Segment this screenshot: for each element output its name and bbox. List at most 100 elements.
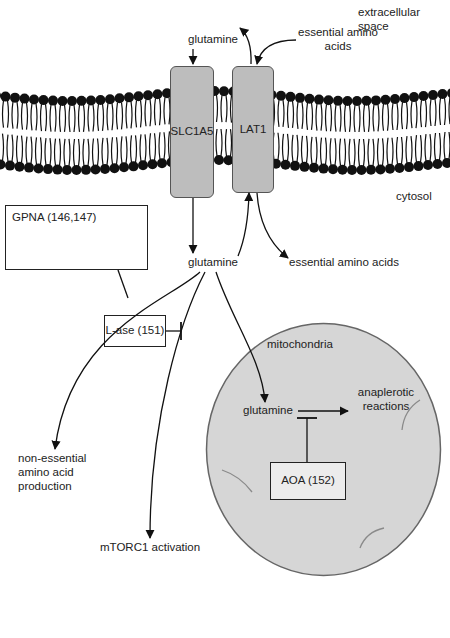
lipid-tail (440, 98, 446, 125)
lipid-head (362, 96, 372, 106)
lipid-tail (449, 97, 450, 124)
lipid-head (72, 165, 82, 175)
node-label: GPNA (146,147) (12, 211, 96, 224)
lipid-tail (387, 138, 393, 165)
lipid-tail (64, 139, 70, 166)
lipid-head (347, 165, 357, 175)
lipid-tail (41, 104, 47, 131)
inhibitor-line (166, 330, 181, 331)
crista-fold (360, 528, 384, 548)
organelle-outline (205, 322, 442, 577)
lipid-tail (383, 104, 389, 131)
lipid-head (48, 96, 58, 106)
lipid-head (400, 93, 410, 103)
lipid-tail (102, 138, 108, 165)
lipid-tail (435, 133, 441, 160)
lipid-tail (136, 100, 142, 127)
lipid-head (305, 94, 315, 104)
lipid-tail (368, 139, 374, 166)
lipid-tail (117, 102, 123, 129)
lipid-tail (93, 138, 99, 165)
lipid-head (376, 164, 386, 174)
lipid-tail (36, 137, 42, 164)
lipid-tail (7, 135, 13, 162)
lipid-head (43, 164, 53, 174)
pathway-arrow (298, 410, 348, 411)
lipid-tail (316, 104, 322, 131)
lipid-tail (45, 138, 51, 165)
lipid-tail (330, 138, 336, 165)
lipid-tail (302, 136, 308, 163)
lipid-head (433, 159, 443, 169)
region-label: extracellular space (358, 6, 450, 34)
lipid-head (129, 161, 139, 171)
lipid-tail (145, 99, 151, 126)
node-label: SLC1A5 (171, 125, 214, 138)
lipid-tail (340, 139, 346, 166)
lipid-head (438, 89, 448, 99)
lipid-bilayer (0, 86, 450, 175)
lipid-tail (226, 129, 232, 156)
lipid-tail (107, 103, 113, 130)
inhibitor-line (118, 270, 128, 298)
lipid-tail (321, 138, 327, 165)
lipid-tail (354, 105, 360, 132)
lipid-tail (364, 105, 370, 132)
node-label: AOA (152) (281, 474, 335, 487)
lipid-tail (55, 139, 61, 166)
lipid-head (67, 96, 77, 106)
lipid-head (29, 94, 39, 104)
lipid-head (1, 92, 11, 102)
lipid-tail (69, 105, 75, 132)
lipid-tail (60, 105, 66, 132)
lipid-head (100, 164, 110, 174)
lipid-tail (216, 129, 222, 156)
lipid-head (404, 162, 414, 172)
lipid-tail (88, 104, 94, 131)
lipid-tail (17, 136, 23, 163)
import-arrow (257, 193, 288, 258)
lipid-head (105, 94, 115, 104)
lipid-head (428, 90, 438, 100)
node-label: L-ase (151) (106, 324, 165, 337)
lipid-head (153, 89, 163, 99)
import-arrow (192, 198, 193, 253)
lipid-tail (416, 135, 422, 162)
lipid-tail (297, 102, 303, 129)
lipid-head (309, 163, 319, 173)
lipid-head (124, 92, 134, 102)
organelle-membrane (207, 324, 441, 576)
lipid-head (15, 162, 25, 172)
lipid-tail (311, 137, 317, 164)
lipid-head (442, 158, 450, 168)
lipid-tail (12, 102, 18, 129)
lipid-head (219, 86, 229, 96)
lipid-tail (425, 134, 431, 161)
export-arrow (238, 193, 249, 256)
process-label: mTORC1 activation (100, 541, 210, 555)
lipid-tail (307, 103, 313, 130)
lipid-tail (121, 136, 127, 163)
lipid-head (34, 163, 44, 173)
lipid-head (385, 164, 395, 174)
lipid-head (157, 158, 167, 168)
lipid-head (352, 96, 362, 106)
lipid-tail (74, 139, 80, 166)
organelle-ellipse: mitochondriaAOA (152) (205, 322, 442, 577)
inhibitor-bar (180, 322, 182, 340)
inhibitor-line (306, 418, 307, 462)
lipid-head (419, 91, 429, 101)
pathway-arrow (150, 272, 205, 538)
lipid-head (295, 93, 305, 103)
metabolite-label: essential amino acids (289, 256, 404, 270)
lipid-head (423, 160, 433, 170)
lipid-head (333, 96, 343, 106)
lipid-head (414, 161, 424, 171)
lipid-tail (26, 137, 32, 164)
lipid-tail (0, 134, 4, 161)
lipid-head (86, 95, 96, 105)
lipid-tail (397, 137, 403, 164)
lipid-tail (402, 102, 408, 129)
lipid-head (110, 163, 120, 173)
